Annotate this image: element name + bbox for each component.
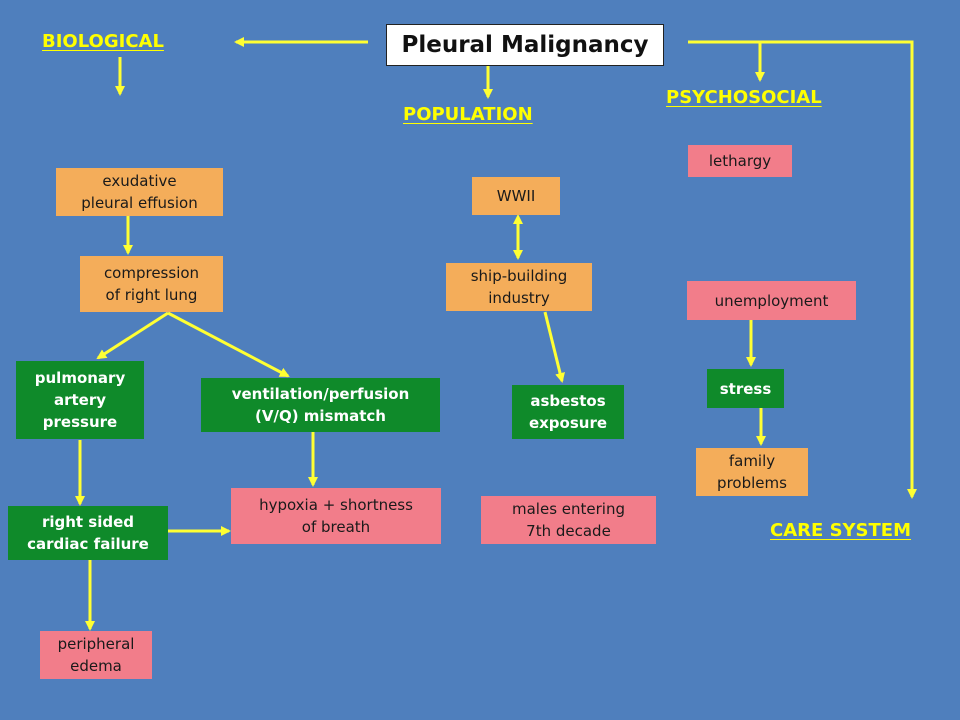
- arrow-compression-to-vq: [167, 311, 290, 378]
- node-right-sided-cardiac-failure: right sided cardiac failure: [8, 506, 168, 560]
- heading-biological: BIOLOGICAL: [42, 31, 164, 52]
- node-vq-mismatch: ventilation/perfusion (V/Q) mismatch: [201, 378, 440, 432]
- arrow-shipbuilding-to-asbestos: [543, 311, 565, 383]
- node-wwii: WWII: [472, 177, 560, 215]
- node-pulmonary-artery-pressure: pulmonary artery pressure: [16, 361, 144, 439]
- node-stress: stress: [707, 369, 784, 408]
- arrow-compression-to-pulmonary: [96, 311, 169, 360]
- node-males-entering-7th-decade: males entering 7th decade: [481, 496, 656, 544]
- node-unemployment: unemployment: [687, 281, 856, 320]
- node-peripheral-edema: peripheral edema: [40, 631, 152, 679]
- node-family-problems: family problems: [696, 448, 808, 496]
- heading-psychosocial: PSYCHOSOCIAL: [666, 87, 822, 108]
- node-ship-building-industry: ship-building industry: [446, 263, 592, 311]
- arrow-title-to-care-system: [760, 40, 917, 499]
- node-lethargy: lethargy: [688, 145, 792, 177]
- node-exudative-pleural-effusion: exudative pleural effusion: [56, 168, 223, 216]
- diagram-title: Pleural Malignancy: [386, 24, 664, 66]
- heading-care-system: CARE SYSTEM: [770, 520, 912, 541]
- node-hypoxia: hypoxia + shortness of breath: [231, 488, 441, 544]
- node-asbestos-exposure: asbestos exposure: [512, 385, 624, 439]
- heading-population: POPULATION: [403, 104, 533, 125]
- arrow-title-to-psychosocial: [688, 40, 765, 82]
- node-compression-of-right-lung: compression of right lung: [80, 256, 223, 312]
